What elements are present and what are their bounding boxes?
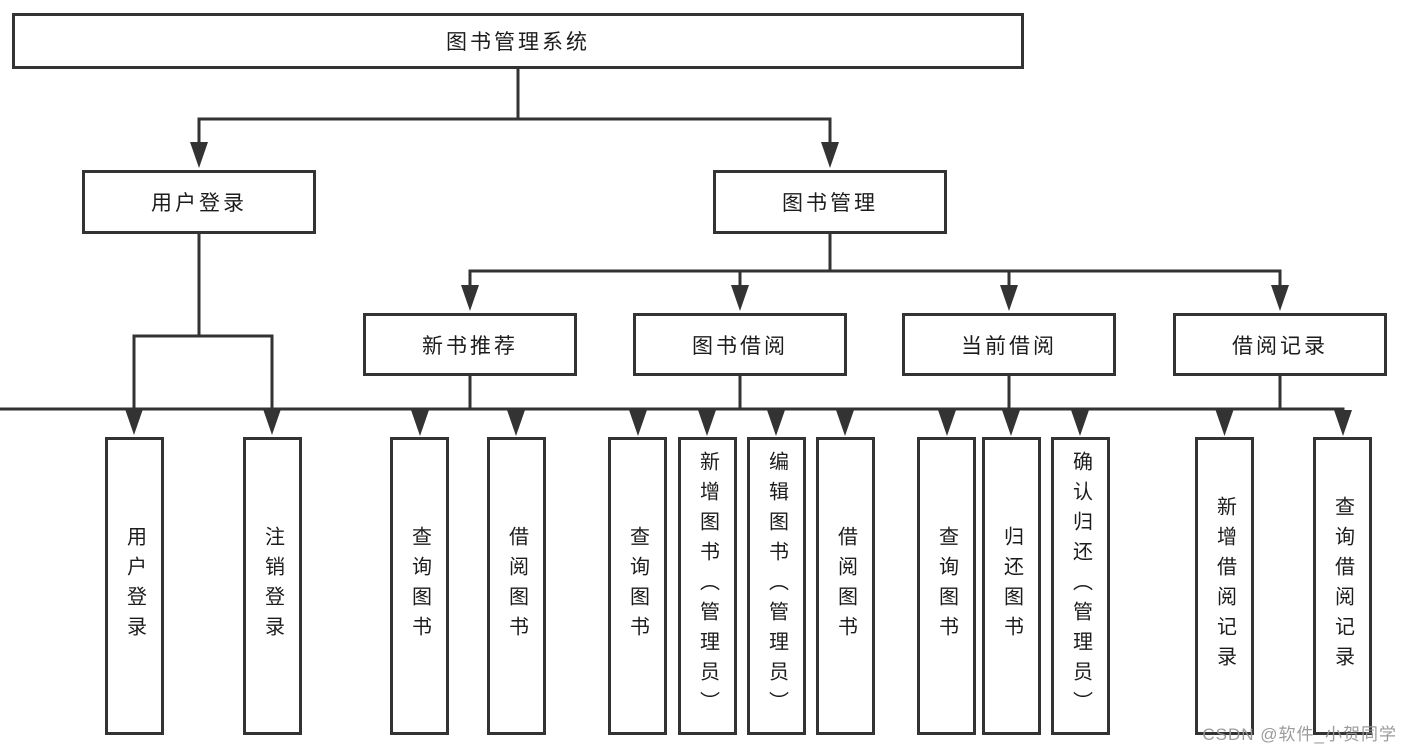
leaf-label: 编辑图书（管理员） (765, 451, 788, 721)
leaf-label: 借阅图书 (505, 526, 528, 646)
leaf-return-books: 归还图书 (982, 437, 1041, 735)
leaf-add-books-admin: 新增图书（管理员） (678, 437, 737, 735)
node-label: 图书管理系统 (446, 31, 590, 54)
node-book-management: 图书管理 (713, 170, 947, 234)
node-label: 当前借阅 (961, 334, 1057, 358)
connector-root-to-branches (190, 68, 839, 168)
leaf-query-books-borrow: 查询图书 (608, 437, 667, 735)
leaf-label: 查询借阅记录 (1331, 496, 1354, 676)
leaf-label: 查询图书 (626, 526, 649, 646)
connector-current-borrow-to-leaves (938, 376, 1089, 436)
node-label: 新书推荐 (422, 334, 518, 358)
connector-borrow-record-to-leaves (0, 376, 1352, 436)
node-new-book-recommend: 新书推荐 (363, 313, 577, 376)
node-current-borrow: 当前借阅 (902, 313, 1116, 376)
node-library-management-system: 图书管理系统 (12, 13, 1024, 69)
node-book-borrow: 图书借阅 (633, 313, 847, 376)
node-borrow-records: 借阅记录 (1173, 313, 1387, 376)
csdn-watermark: CSDN @软件_小贺同学 (1202, 725, 1397, 744)
leaf-add-borrow-record: 新增借阅记录 (1195, 437, 1254, 735)
node-label: 图书借阅 (692, 334, 788, 358)
leaf-user-login: 用户登录 (105, 437, 164, 735)
node-user-login: 用户登录 (82, 170, 316, 234)
leaf-label: 查询图书 (935, 526, 958, 646)
leaf-label: 查询图书 (408, 526, 431, 646)
node-label: 图书管理 (782, 192, 878, 215)
leaf-borrow-books-recommend: 借阅图书 (487, 437, 546, 735)
leaf-label: 注销登录 (261, 526, 284, 646)
leaf-label: 借阅图书 (834, 526, 857, 646)
leaf-label: 新增借阅记录 (1213, 496, 1236, 676)
leaf-logout: 注销登录 (243, 437, 302, 735)
leaf-label: 归还图书 (1000, 526, 1023, 646)
node-label: 用户登录 (151, 192, 247, 215)
node-label: 借阅记录 (1232, 334, 1328, 358)
leaf-label: 确认归还（管理员） (1069, 451, 1092, 721)
leaf-query-books-recommend: 查询图书 (390, 437, 449, 735)
leaf-confirm-return-admin: 确认归还（管理员） (1051, 437, 1110, 735)
leaf-edit-books-admin: 编辑图书（管理员） (747, 437, 806, 735)
leaf-query-books-current: 查询图书 (917, 437, 976, 735)
connector-book-management-to-groups (461, 234, 1289, 311)
leaf-label: 新增图书（管理员） (696, 451, 719, 721)
connector-book-borrow-to-leaves (629, 376, 854, 436)
leaf-label: 用户登录 (123, 526, 146, 646)
connector-new-book-to-leaves (411, 376, 525, 436)
leaf-query-borrow-record: 查询借阅记录 (1313, 437, 1372, 735)
leaf-borrow-books: 借阅图书 (816, 437, 875, 735)
connector-user-login-to-leaves (125, 234, 281, 435)
